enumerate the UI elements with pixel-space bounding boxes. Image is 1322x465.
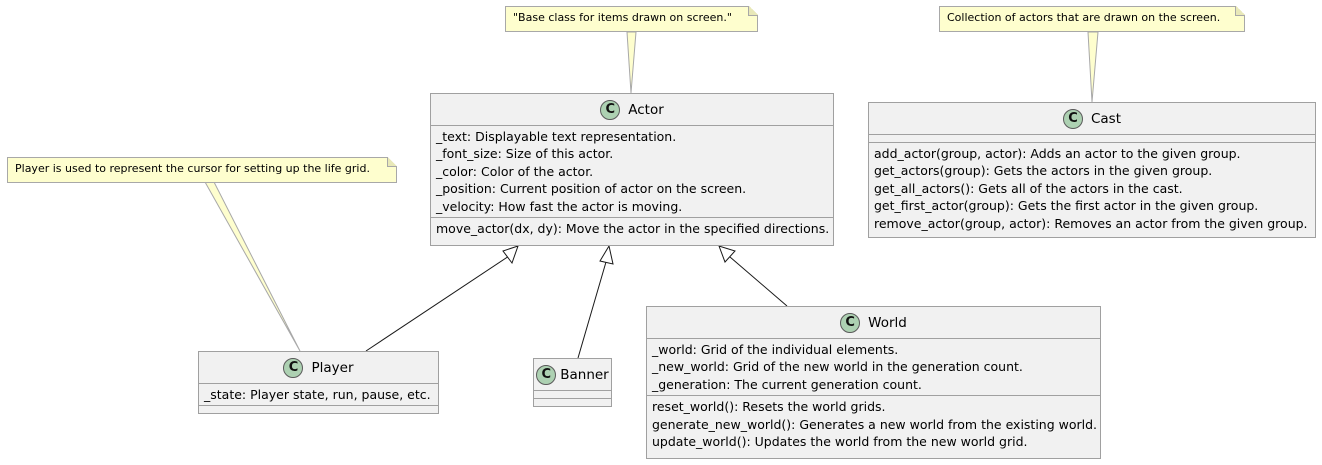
field: _position: Current position of actor on … [436,181,747,197]
class-icon: C [600,99,621,120]
note-cast: Collection of actors that are drawn on t… [939,6,1245,32]
field: _state: Player state, run, pause, etc. [204,387,431,402]
field: _new_world: Grid of the new world in the… [652,359,1023,375]
class-header: C World [647,307,1100,339]
class-icon: C [283,357,304,378]
method: remove_actor(group, actor): Removes an a… [874,215,1308,231]
field: _world: Grid of the individual elements. [652,342,899,357]
fields-section [534,391,611,399]
method: move_actor(dx, dy): Move the actor in th… [436,220,830,236]
method: get_first_actor(group): Gets the first a… [874,198,1259,214]
method: generate_new_world(): Generates a new wo… [652,416,1098,432]
class-header: C Banner [534,359,611,391]
inheritance-banner-actor [577,261,607,359]
fields-section: _text: Displayable text representation. … [431,126,833,218]
note-actor: "Base class for items drawn on screen." [505,6,758,32]
method: reset_world(): Resets the world grids. [652,399,886,415]
methods-section: add_actor(group, actor): Adds an actor t… [869,143,1315,234]
methods-section: move_actor(dx, dy): Move the actor in th… [431,218,833,239]
note-fold [387,157,397,167]
class-icon: C [1062,108,1083,129]
fields-section: _world: Grid of the individual elements.… [647,339,1100,397]
class-icon: C [840,312,861,333]
methods-section: reset_world(): Resets the world grids. g… [647,396,1100,452]
inheritance-player-actor [365,255,510,352]
inheritance-arrow-player [502,245,519,265]
note-text: Collection of actors that are drawn on t… [947,11,1221,24]
inheritance-world-actor [729,256,788,307]
class-name: Player [311,359,354,376]
note-text: Player is used to represent the cursor f… [15,162,370,175]
field: _generation: The current generation coun… [652,376,922,392]
class-header: C Player [199,352,438,384]
class-banner[interactable]: C Banner [533,358,612,407]
class-name: Banner [560,366,609,383]
inheritance-arrow-banner [599,244,614,265]
method: get_actors(group): Gets the actors in th… [874,163,1213,179]
method: add_actor(group, actor): Adds an actor t… [874,146,1241,161]
note-anchor-cast [1087,31,1099,103]
class-name: Cast [1090,110,1122,127]
class-player[interactable]: C Player _state: Player state, run, paus… [198,351,439,414]
class-header: C Actor [431,94,833,126]
class-name: World [868,314,907,331]
fields-section [869,135,1315,143]
note-fold [748,6,758,16]
methods-section [199,406,438,409]
note-text: "Base class for items drawn on screen." [513,11,732,24]
field: _velocity: How fast the actor is moving. [436,198,683,214]
method: update_world(): Updates the world from t… [652,433,1028,449]
field: _font_size: Size of this actor. [436,146,614,162]
class-actor[interactable]: C Actor _text: Displayable text represen… [430,93,834,246]
class-cast[interactable]: C Cast add_actor(group, actor): Adds an … [868,102,1316,238]
fields-section: _state: Player state, run, pause, etc. [199,384,438,407]
class-header: C Cast [869,103,1315,135]
field: _text: Displayable text representation. [436,129,677,144]
class-name: Actor [628,101,664,118]
note-anchor-actor [626,31,637,94]
note-player: Player is used to represent the cursor f… [7,157,397,183]
method: get_all_actors(): Gets all of the actors… [874,180,1183,196]
note-anchor-player [204,181,301,352]
field: _color: Color of the actor. [436,163,594,179]
inheritance-arrow-world [718,245,736,263]
class-world[interactable]: C World _world: Grid of the individual e… [646,306,1101,459]
note-fold [1235,6,1245,16]
class-icon: C [536,364,557,385]
methods-section [534,399,611,406]
